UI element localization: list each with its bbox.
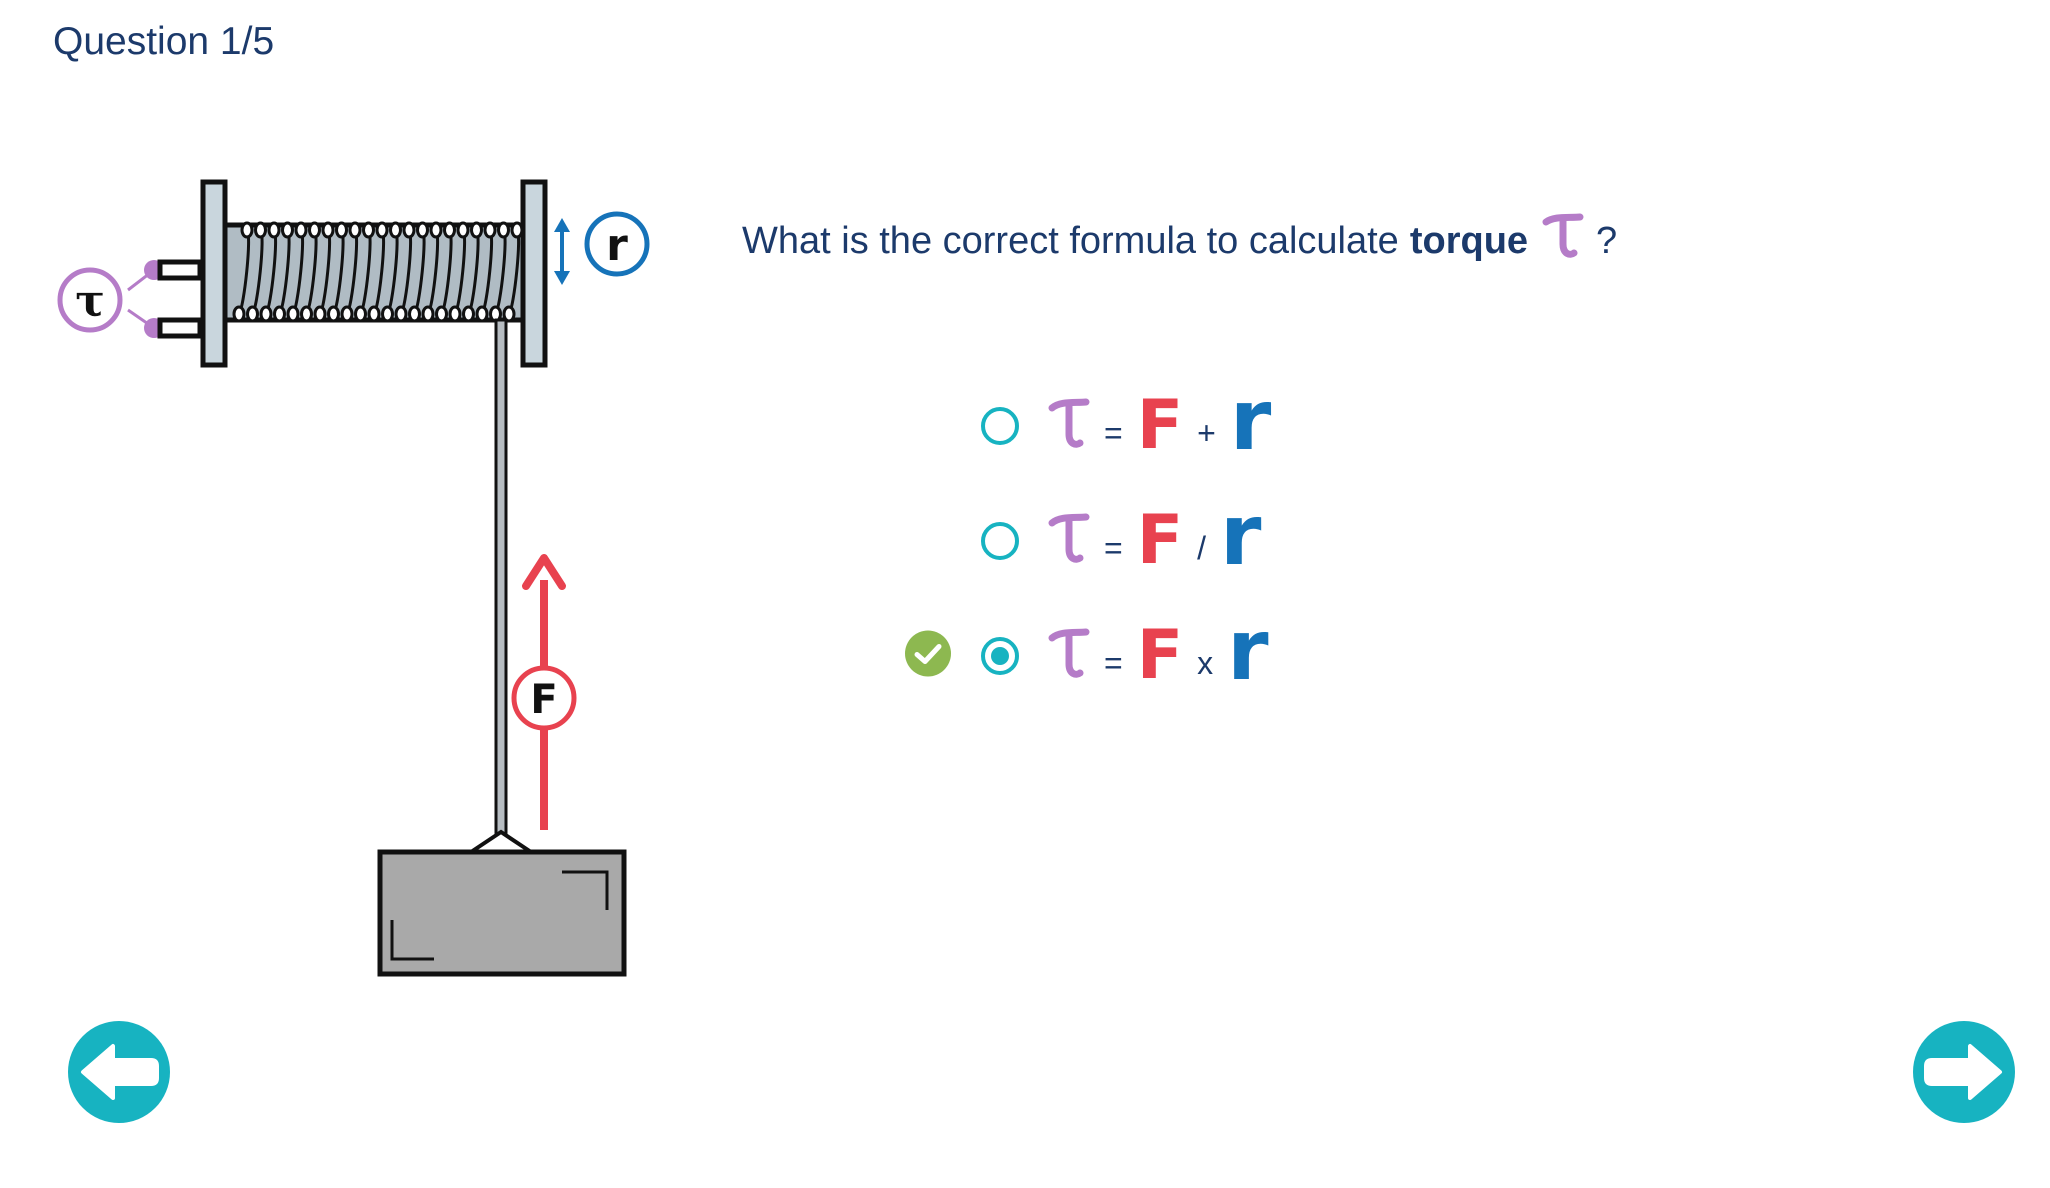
coil-loop-bottom [381, 305, 394, 323]
coil-loop-top [362, 221, 375, 239]
coil-loop-top [267, 221, 281, 239]
radius-label: r [606, 220, 628, 271]
coil-loop-bottom [462, 305, 475, 323]
coil-loop-top [308, 221, 321, 239]
formula-equals: = [1104, 415, 1123, 451]
tau-symbol-icon [1542, 212, 1584, 270]
coil-loop-bottom [394, 305, 408, 323]
coil-loop-bottom [408, 305, 421, 323]
formula-operator: / [1197, 530, 1207, 566]
coil-loop-top [321, 221, 335, 239]
formula-force: F [1136, 500, 1184, 580]
coil-loop-bottom [286, 305, 300, 323]
arrow-left-icon [68, 1021, 170, 1123]
coil-loop-bottom [354, 305, 367, 323]
coil-loop-bottom [327, 305, 340, 323]
formula-equals: = [1104, 530, 1123, 566]
arrow-right-icon [1913, 1021, 2015, 1123]
coil-loop-top [416, 221, 429, 239]
force-label: F [530, 677, 557, 723]
hook [469, 829, 533, 854]
coil-loop-top [240, 221, 254, 239]
formula-radius: r [1227, 600, 1269, 699]
torque-label-circle [57, 267, 123, 333]
coil-loop-bottom [232, 305, 246, 323]
correct-check-icon [904, 629, 952, 682]
coil-loop-top [429, 221, 443, 239]
tau-symbol-icon [1048, 626, 1090, 685]
winch-diagram: τ r F [57, 179, 650, 977]
formula: = F + r [1048, 368, 1271, 483]
radio-button-selected[interactable] [981, 636, 1019, 675]
coil-loop-bottom [367, 305, 381, 323]
weight-block [377, 849, 627, 977]
rope [494, 318, 508, 842]
radio-button[interactable] [981, 521, 1019, 560]
formula-operator: + [1197, 415, 1216, 451]
tau-symbol-icon [1048, 396, 1090, 455]
question-prefix: What is the correct formula to calculate [742, 219, 1399, 262]
previous-button[interactable] [67, 1020, 171, 1124]
answer-option[interactable]: = F / r [905, 483, 1325, 598]
coil-loop-bottom [475, 305, 489, 323]
formula-equals: = [1104, 645, 1123, 681]
coil-loop-bottom [246, 305, 259, 323]
left-flange [200, 179, 228, 368]
question-text: What is the correct formula to calculate… [742, 212, 1617, 270]
formula-radius: r [1229, 370, 1272, 469]
next-button[interactable] [1912, 1020, 2016, 1124]
coil-loop-bottom [313, 305, 327, 323]
formula-operator: x [1197, 645, 1214, 681]
coil-loop-bottom [448, 305, 462, 323]
coil-loop-top [497, 221, 510, 239]
formula-force: F [1136, 615, 1184, 695]
coil-loop-top [254, 221, 267, 239]
torque-label: τ [75, 276, 105, 327]
coil-loop-bottom [300, 305, 313, 323]
force-label-circle [511, 665, 577, 731]
formula: = F x r [1048, 598, 1269, 713]
coil-loop-top [294, 221, 308, 239]
formula-force: F [1136, 385, 1184, 465]
question-keyword: torque [1409, 219, 1529, 262]
answer-options: = F + r = F / r [905, 368, 1325, 713]
torque-connector [127, 259, 203, 339]
formula-radius: r [1220, 485, 1262, 584]
coil-loop-top [335, 221, 348, 239]
question-suffix: ? [1596, 219, 1618, 262]
coil-loop-top [281, 221, 294, 239]
coil-loop-bottom [421, 305, 435, 323]
coil-loop-bottom [502, 305, 516, 323]
question-counter: Question 1/5 [53, 20, 275, 63]
tau-symbol-icon [1048, 511, 1090, 570]
coil-loop-top [389, 221, 402, 239]
coil-loop-bottom [259, 305, 273, 323]
coil-loop-top [470, 221, 483, 239]
coil-loop-bottom [340, 305, 354, 323]
coil-windings [232, 221, 524, 323]
answer-option[interactable]: = F + r [905, 368, 1325, 483]
coil-loop-top [348, 221, 362, 239]
radio-button[interactable] [981, 406, 1019, 445]
coil-loop-top [483, 221, 497, 239]
coil-loop-bottom [435, 305, 448, 323]
coil-loop-top [402, 221, 416, 239]
answer-option[interactable]: = F x r [905, 598, 1325, 713]
coil-loop-top [456, 221, 470, 239]
radius-arrow-icon [554, 218, 570, 285]
right-flange [520, 179, 548, 368]
coil-loop-bottom [273, 305, 286, 323]
formula: = F / r [1048, 483, 1261, 598]
coil-loop-top [443, 221, 456, 239]
radius-label-circle [584, 211, 650, 277]
coil-loop-top [375, 221, 389, 239]
